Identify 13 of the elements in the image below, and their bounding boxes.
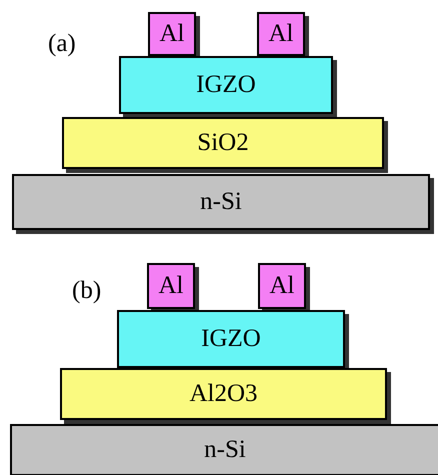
layer-label: Al bbox=[270, 272, 294, 300]
layer-label: n-Si bbox=[204, 436, 246, 464]
panel-label: (a) bbox=[48, 30, 76, 58]
layer-label: Al bbox=[158, 272, 184, 300]
layer-label: IGZO bbox=[196, 71, 256, 99]
layer-label: Al bbox=[160, 20, 184, 48]
substrate-layer bbox=[10, 424, 438, 475]
layer-label: n-Si bbox=[200, 188, 242, 216]
layer-label: SiO2 bbox=[197, 129, 249, 157]
layer-label: Al2O3 bbox=[189, 380, 258, 408]
panel-label: (b) bbox=[72, 277, 102, 305]
layer-label: Al bbox=[268, 20, 294, 48]
layer-label: IGZO bbox=[201, 325, 261, 353]
